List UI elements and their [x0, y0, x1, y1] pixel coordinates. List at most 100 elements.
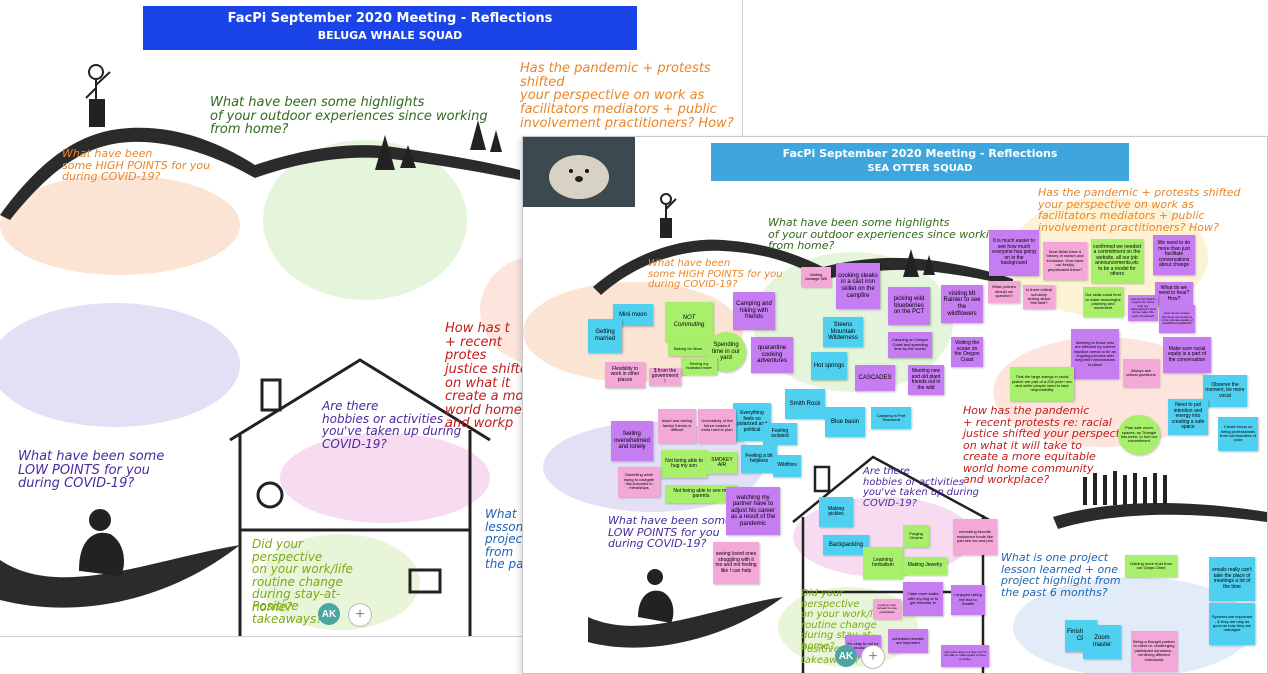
board2-q-pandemic: Has the pandemic + protests shifted your… [1038, 186, 1241, 234]
sticky-note[interactable]: Stumbling while trying to navigate risk-… [618, 467, 660, 497]
outdoor-bubble [263, 140, 467, 300]
sticky-note[interactable]: Systems are important - & they are only … [1209, 603, 1255, 645]
sticky-note[interactable]: Our skills could lend to make meaningful… [1083, 287, 1123, 317]
add-participant-button[interactable]: + [861, 645, 885, 669]
sticky-note[interactable]: Camping in Port Townsend [871, 407, 911, 429]
sticky-note[interactable]: Need to put intention and energy into cr… [1168, 399, 1208, 435]
sticky-note[interactable]: Camping on Oregon Coast and spending tim… [888, 332, 932, 358]
person-on-mountain [85, 64, 111, 127]
board1-q-low-points: What have been some LOW POINTS for you d… [18, 449, 165, 492]
sticky-note[interactable]: picking wild blueberries on the PCT [888, 287, 930, 325]
sticky-note[interactable]: I get more done in a day, but I'm not ab… [941, 645, 989, 667]
sticky-note[interactable]: Wildfires [773, 455, 801, 477]
tree [923, 255, 935, 275]
sticky-note[interactable]: SMOKEY AIR [707, 452, 737, 474]
sticky-note[interactable]: That the large swings in racial justice … [1010, 367, 1074, 401]
sticky-note[interactable]: It is much easier to see how much everyo… [989, 230, 1039, 276]
person-sitting [638, 569, 674, 623]
sticky-note[interactable]: Observe the moment, be more vocal [1203, 375, 1247, 407]
sticky-note[interactable]: Blue basin [825, 407, 865, 437]
tree [470, 120, 486, 150]
sticky-note[interactable]: What policies should we question? [988, 281, 1020, 303]
sticky-note[interactable]: Is there critical scholarly writing abou… [1023, 285, 1055, 309]
sticky-note[interactable]: Baking for Mom [668, 342, 708, 356]
sticky-note[interactable]: Not being able to see my parents [665, 485, 737, 503]
sticky-note[interactable]: Hot springs [811, 352, 847, 380]
sticky-note[interactable]: Not being able to hug my son [661, 450, 707, 478]
sticky-note[interactable]: Looking more forward to new possibilitie… [873, 599, 901, 619]
sticky-note[interactable]: cooking steaks in a cast iron skillet on… [836, 263, 880, 309]
board2-q-high-points: What have been some HIGH POINTS for you … [648, 258, 783, 290]
sticky-note[interactable]: emails really can't take the place of me… [1209, 557, 1255, 601]
sticky-note[interactable]: visiting Mt Rainier to see the wildflowe… [941, 285, 983, 323]
sticky-note[interactable]: Flexibility to work in other places [605, 362, 645, 388]
add-participant-button[interactable]: + [348, 603, 372, 627]
sticky-note[interactable]: Most fields have a history of racism and… [1043, 242, 1087, 280]
board1-q-hobbies: Are there hobbies or activities you've t… [322, 399, 462, 451]
sticky-note[interactable]: quarantine cooking adventures [751, 337, 793, 373]
sticky-note[interactable]: Feeling a bit helpless [741, 445, 777, 473]
sticky-note[interactable]: Uncertainty of the future makes it extra… [698, 409, 736, 443]
user-avatar[interactable]: AK [835, 645, 857, 667]
sticky-note[interactable]: Always ask critical questions [1123, 359, 1159, 387]
sticky-note[interactable]: I enjoyed taking the bus to Seattle [951, 585, 985, 615]
board2-q-racial: How has the pandemic + recent protests r… [963, 404, 1137, 487]
sticky-note[interactable]: seeing loved ones struggling with it too… [713, 542, 759, 584]
lounger-swoosh [0, 545, 240, 608]
sticky-note[interactable]: Visiting the ocean on the Oregon Coast [951, 337, 983, 367]
sticky-note[interactable]: Make sure racial equity is a part of the… [1163, 337, 1211, 373]
board2-q-outdoor: What have been some highlights of your o… [768, 216, 1003, 253]
sticky-note[interactable]: Getting married [588, 319, 622, 353]
sticky-note[interactable]: Create focus on hiring professionals fro… [1218, 417, 1258, 451]
sticky-note[interactable]: CASCADES [855, 365, 895, 391]
sticky-note[interactable]: $ from the government ! [649, 368, 681, 386]
low-points-bubble [0, 303, 240, 427]
user-avatar[interactable]: AK [318, 603, 340, 625]
sticky-note[interactable]: watching my partner have to adjust his c… [726, 487, 780, 535]
sticky-note[interactable]: We need to do more than just facilitate … [1153, 235, 1195, 275]
sticky-note[interactable]: Purging Clowns [903, 525, 929, 547]
sticky-note[interactable]: Being a thought partner to client re: ch… [1131, 631, 1177, 671]
sticky-note[interactable]: What do we need to hear? How? [1155, 282, 1193, 306]
person-on-mountain [660, 193, 677, 238]
sticky-note[interactable]: Meeting new and old plant friends out in… [908, 365, 944, 395]
sticky-note[interactable]: Seeing my husband more [681, 357, 717, 375]
sticky-note[interactable]: Plan safe zoom spaces, as Triangle has b… [1118, 415, 1160, 455]
sticky-note[interactable]: Zoom master [1083, 625, 1121, 659]
board1-q-positive: Positive takeaways? [252, 599, 323, 626]
sticky-note[interactable]: How do we build in support for those who… [1128, 295, 1158, 321]
routine-bubble [260, 534, 420, 630]
sticky-note[interactable]: recreating favorite restaurant foods lik… [953, 519, 997, 555]
board2-q-low-points: What have been some LOW POINTS for you d… [608, 514, 732, 551]
board2-banner: FacPi September 2020 Meeting - Reflectio… [711, 143, 1129, 181]
sticky-note[interactable]: NOT Commuting [665, 302, 713, 342]
sticky-note[interactable]: Gaining more trust from our Grays Client [1125, 555, 1177, 577]
sticky-note[interactable]: Visiting Vantage WA [801, 267, 831, 287]
sticky-note[interactable]: How do we counter dominant assumptions i… [1159, 305, 1195, 333]
sticky-note[interactable]: feeling overwhelmed and lonely [611, 421, 653, 461]
sticky-note[interactable]: Mini moon [613, 304, 653, 326]
board1-q-pandemic: Has the pandemic + protests shifted your… [520, 61, 734, 131]
house-drawing [229, 358, 491, 636]
protest-crowd [1083, 471, 1167, 505]
sticky-note[interactable]: I take more walks with my dog or to get … [903, 582, 943, 616]
sticky-note[interactable]: Learning herbalism [863, 547, 903, 579]
sticky-note[interactable]: travel and seeing family/ friends is dif… [658, 409, 696, 443]
lounger-swoosh [588, 597, 783, 648]
sticky-note[interactable]: Smith Rock [785, 389, 825, 419]
sticky-note[interactable]: Backpacking [823, 535, 869, 555]
sticky-note[interactable]: Steens Mountain Wilderness [823, 317, 863, 347]
sticky-note[interactable]: Making pickles [819, 497, 853, 527]
sticky-note[interactable]: Feeling isolated [763, 423, 797, 445]
board2-q-hobbies: Are there hobbies or activities you've t… [863, 466, 980, 509]
sticky-note[interactable]: scheduled breaks are important [888, 629, 928, 653]
board1-q-routine: Did your perspective on your work/life r… [252, 537, 353, 614]
sticky-note[interactable]: Making Jewelry [903, 557, 947, 575]
board2-subtitle: SEA OTTER SQUAD [867, 163, 973, 174]
hobbies-bubble [280, 433, 490, 523]
sticky-note[interactable]: Camping and hiking with friends [733, 292, 775, 330]
sticky-note[interactable]: confirmed we needed a commitment on the … [1091, 239, 1143, 283]
board-sea-otter-squad[interactable]: FacPi September 2020 Meeting - Reflectio… [522, 136, 1268, 674]
sticky-note[interactable]: listening to those who are effected by c… [1071, 329, 1119, 379]
board1-q-lesson: What lesson le project from the past [485, 507, 538, 572]
